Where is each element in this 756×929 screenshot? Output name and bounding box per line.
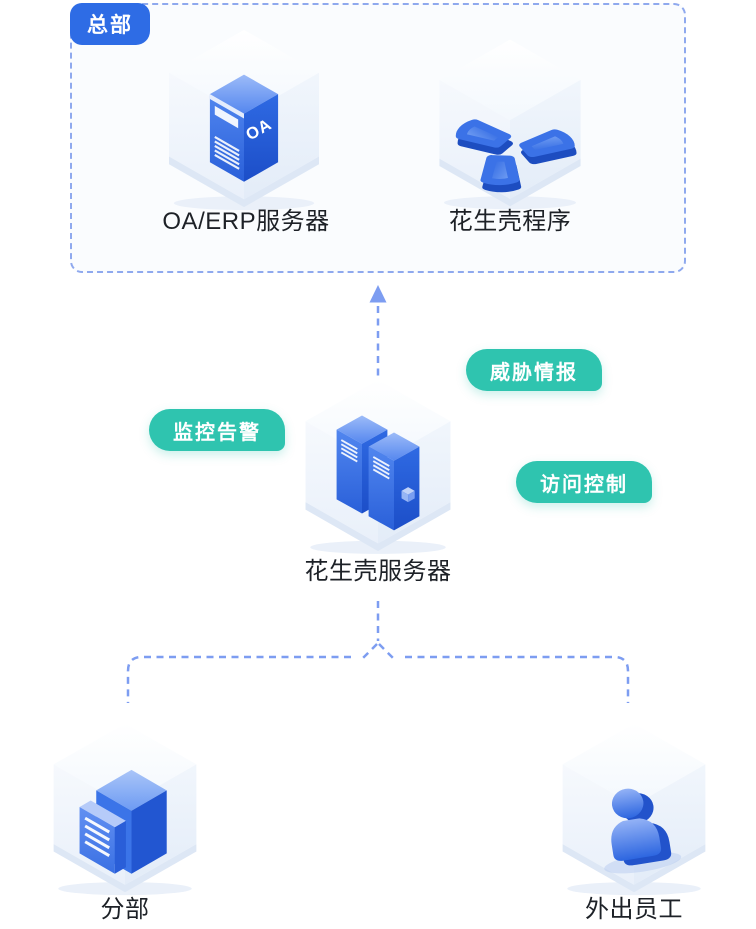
badge-monitoring-alert: 监控告警	[149, 409, 285, 451]
peanut-shell-icon	[439, 39, 581, 210]
remote-staff-label: 外出员工	[585, 896, 683, 923]
peanut-shell-app-label: 花生壳程序	[448, 208, 572, 235]
peanut-shell-server-label: 花生壳服务器	[304, 558, 452, 585]
person-icon	[562, 723, 706, 896]
dashed-branch-fork-icon	[126, 601, 630, 703]
headquarters-badge-label: 总部	[87, 14, 133, 37]
server-tower-oa-icon: OA	[169, 29, 319, 211]
dual-server-icon	[305, 379, 451, 554]
badge-access-control-label: 访问控制	[540, 473, 628, 496]
badge-access-control: 访问控制	[516, 461, 652, 503]
arrowhead-up-icon	[369, 285, 387, 303]
headquarters-badge: 总部	[70, 3, 150, 45]
badge-threat-intel: 威胁情报	[466, 349, 602, 391]
branch-office-label: 分部	[100, 896, 150, 923]
badge-monitoring-alert-label: 监控告警	[173, 421, 261, 444]
badge-threat-intel-label: 威胁情报	[490, 361, 578, 384]
office-building-icon	[53, 723, 197, 896]
oa-erp-server-label: OA/ERP服务器	[162, 208, 330, 235]
